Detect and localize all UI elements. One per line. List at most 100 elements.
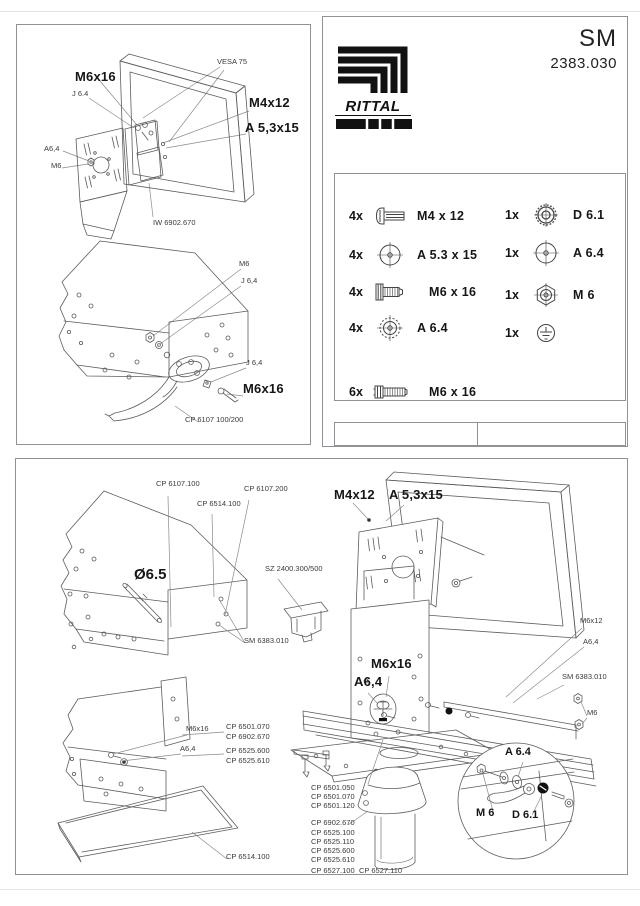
label-sm6383-left: SM 6383.010: [244, 636, 289, 645]
label-m4x12: M4x12: [334, 487, 375, 502]
grounding-detail-inset: [457, 742, 575, 860]
part-label: M6 x 16: [429, 385, 477, 399]
label-cp6107-100: CP 6107.100: [156, 479, 200, 488]
washer-and-screw: [202, 379, 239, 403]
sz-bracket: [283, 601, 329, 643]
label-cp6902-670-left: CP 6902.670: [226, 732, 270, 741]
label-cp6514-100-top: CP 6514.100: [197, 499, 241, 508]
parts-row: 1x A 6.4: [505, 240, 604, 266]
title-block: [334, 422, 626, 446]
label-vesa-75: VESA 75: [217, 57, 248, 66]
label-m6-left: M6: [51, 161, 62, 170]
exploded-view-monitor-mount: [58, 53, 255, 423]
label-sm6383-right: SM 6383.010: [562, 672, 607, 681]
monitor-back: [119, 53, 255, 203]
label-cp6107-200: CP 6107.200: [244, 484, 288, 493]
part-qty: 4x: [349, 209, 363, 223]
label-m4x12: M4x12: [249, 95, 290, 110]
part-label: M4 x 12: [417, 209, 465, 223]
parts-list: 4x M4 x 12 4x: [334, 173, 626, 401]
part-qty: 6x: [349, 385, 363, 399]
label-m6x16-left: M6x16: [186, 724, 209, 733]
label-iw-6902-670: IW 6902.670: [153, 218, 196, 227]
part-qty: 1x: [505, 326, 519, 340]
rittal-logo-mark: [336, 46, 412, 129]
part-label: M 6: [573, 288, 595, 302]
parts-row: 4x M6 x 16: [349, 279, 476, 305]
model-name: SM: [579, 25, 617, 52]
part-qty: 1x: [505, 208, 519, 222]
part-qty: 4x: [349, 285, 363, 299]
part-label: A 6.4: [417, 321, 448, 335]
part-label: D 6.1: [573, 208, 605, 222]
label-cp6525-110: CP 6525.110: [311, 837, 355, 846]
label-a53x15: A 5,3x15: [389, 487, 443, 502]
label-cp6514-100-bottom: CP 6514.100: [226, 852, 270, 861]
part-label: A 5.3 x 15: [417, 248, 478, 262]
label-cp6525-100: CP 6525.100: [311, 828, 355, 837]
page-top-edge-line: [0, 11, 640, 12]
parts-row: 6x M6 x 16: [349, 379, 476, 405]
parts-row: 1x: [505, 320, 573, 346]
label-cp6525-600-left: CP 6525.600: [226, 746, 270, 755]
label-a53x15: A 5,3x15: [245, 120, 299, 135]
label-cp6902-670: CP 6902.670: [311, 818, 355, 827]
part-label: A 6.4: [573, 246, 604, 260]
parts-row: 4x A 5.3 x 15: [349, 242, 477, 268]
enclosure-box-bottom: [57, 676, 239, 863]
model-part-number: 2383.030: [550, 55, 617, 72]
swivel-arm: [104, 355, 210, 422]
label-a64-left: A6,4: [180, 744, 196, 753]
label-cp6525-600: CP 6525.600: [311, 846, 355, 855]
page-bottom-edge-line: [0, 889, 640, 890]
label-m6x16-bot: M6x16: [243, 381, 284, 396]
label-m6-mid: M6: [239, 259, 250, 268]
parts-row: 1x M 6: [505, 282, 595, 308]
tilt-hinge: [124, 119, 167, 186]
parts-row: 4x M4 x 12: [349, 203, 464, 229]
label-sz2400: SZ 2400.300/500: [265, 564, 323, 573]
washer-icon: [373, 242, 417, 268]
label-j64-top: J 6.4: [72, 89, 89, 98]
rittal-logo: RITTAL: [334, 41, 414, 131]
label-a64-right: A6,4: [583, 637, 599, 646]
label-cp6525-610: CP 6525.610: [311, 855, 355, 864]
pin-6-5: [122, 582, 163, 624]
label-m6-right: M6: [587, 708, 598, 717]
model-block: SM 2383.030: [550, 25, 617, 72]
hex-bolt-long-icon: [373, 380, 429, 404]
hex-bolt-icon: [373, 279, 429, 305]
label-a64-center: A6,4: [354, 674, 383, 689]
serrated-washer-icon: [373, 315, 417, 341]
label-cp6501-050: CP 6501.050: [311, 783, 355, 792]
pole-joint: [357, 766, 427, 870]
part-qty: 1x: [505, 246, 519, 260]
label-cp6501-070-left: CP 6501.070: [226, 722, 270, 731]
leader-lines: [61, 66, 250, 423]
vesa-adapter-plate: [75, 127, 128, 240]
label-j64-bot: J 6,4: [246, 358, 263, 367]
label-m6x12: M6x12: [580, 616, 603, 625]
hex-nut-icon: [529, 282, 573, 308]
label-detail-m6: M 6: [476, 807, 495, 819]
label-cp6525-610-left: CP 6525.610: [226, 756, 270, 765]
earth-ground-icon: [529, 321, 573, 345]
part-qty: 4x: [349, 321, 363, 335]
label-cp6527-100: CP 6527.100: [311, 866, 355, 875]
label-diameter-6-5: Ø6.5: [134, 566, 167, 583]
title-block-divider: [477, 423, 478, 445]
panel-header-parts-list: RITTAL SM 2383.030 4x M4 x 12: [322, 16, 628, 447]
label-m6x16-top: M6x16: [75, 69, 116, 84]
washer-icon: [529, 240, 573, 266]
parts-row: 1x D 6.1: [505, 202, 604, 228]
enclosure-box-top: [60, 490, 248, 656]
label-cp6107: CP 6107 100/200: [185, 415, 244, 424]
part-qty: 1x: [505, 288, 519, 302]
pan-head-screw-icon: [373, 204, 417, 228]
label-m6x16-center: M6x16: [371, 656, 412, 671]
label-detail-a64: A 6.4: [505, 746, 531, 758]
label-cp6501-120: CP 6501.120: [311, 801, 355, 810]
floating-screw: [451, 576, 473, 588]
parts-row: 4x A 6.4: [349, 315, 448, 341]
